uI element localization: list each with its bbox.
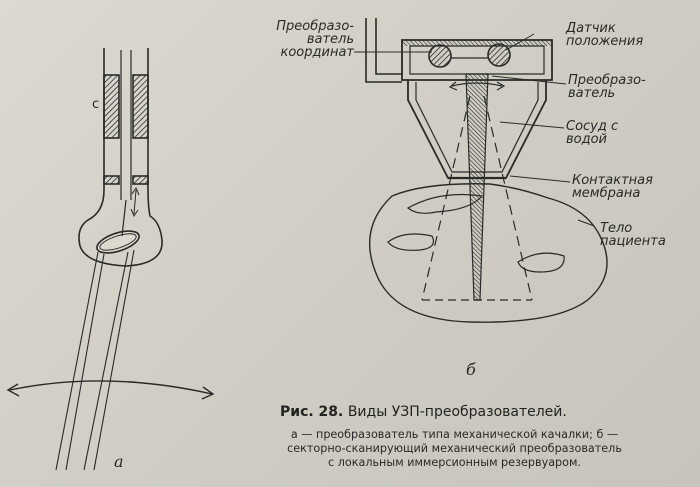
figure-caption-body: а — преобразователь типа механической ка… bbox=[222, 428, 687, 470]
caption-line-1: а — преобразователь типа механической ка… bbox=[290, 428, 619, 441]
water-vessel-label: Сосуд с водой bbox=[566, 119, 619, 147]
patient-body-label: Тело пациента bbox=[600, 221, 666, 249]
panel-a-letter: а bbox=[114, 452, 124, 471]
caption-line-3: с локальным иммерсионным резервуаром. bbox=[328, 456, 581, 469]
rocker-transducer-drawing bbox=[6, 48, 215, 471]
sector-scanner-drawing bbox=[354, 18, 608, 323]
figure-caption-title: Рис. 28. Виды УЗП-преобразователей. bbox=[280, 404, 567, 420]
coord-converter-label: Преобразо- ватель координат bbox=[276, 19, 354, 60]
transducer-label: Преобразо- ватель bbox=[568, 73, 646, 101]
figure-title: Виды УЗП-преобразователей. bbox=[347, 404, 567, 420]
figure-number: Рис. 28. bbox=[280, 404, 344, 420]
caption-line-2: секторно-сканирующий механический преобр… bbox=[287, 442, 622, 455]
position-sensor-label: Датчик положения bbox=[566, 21, 644, 49]
contact-membrane-label: Контактная мембрана bbox=[572, 173, 653, 201]
rocker-component-label: с bbox=[92, 97, 100, 112]
panel-b-letter: б bbox=[466, 360, 476, 379]
